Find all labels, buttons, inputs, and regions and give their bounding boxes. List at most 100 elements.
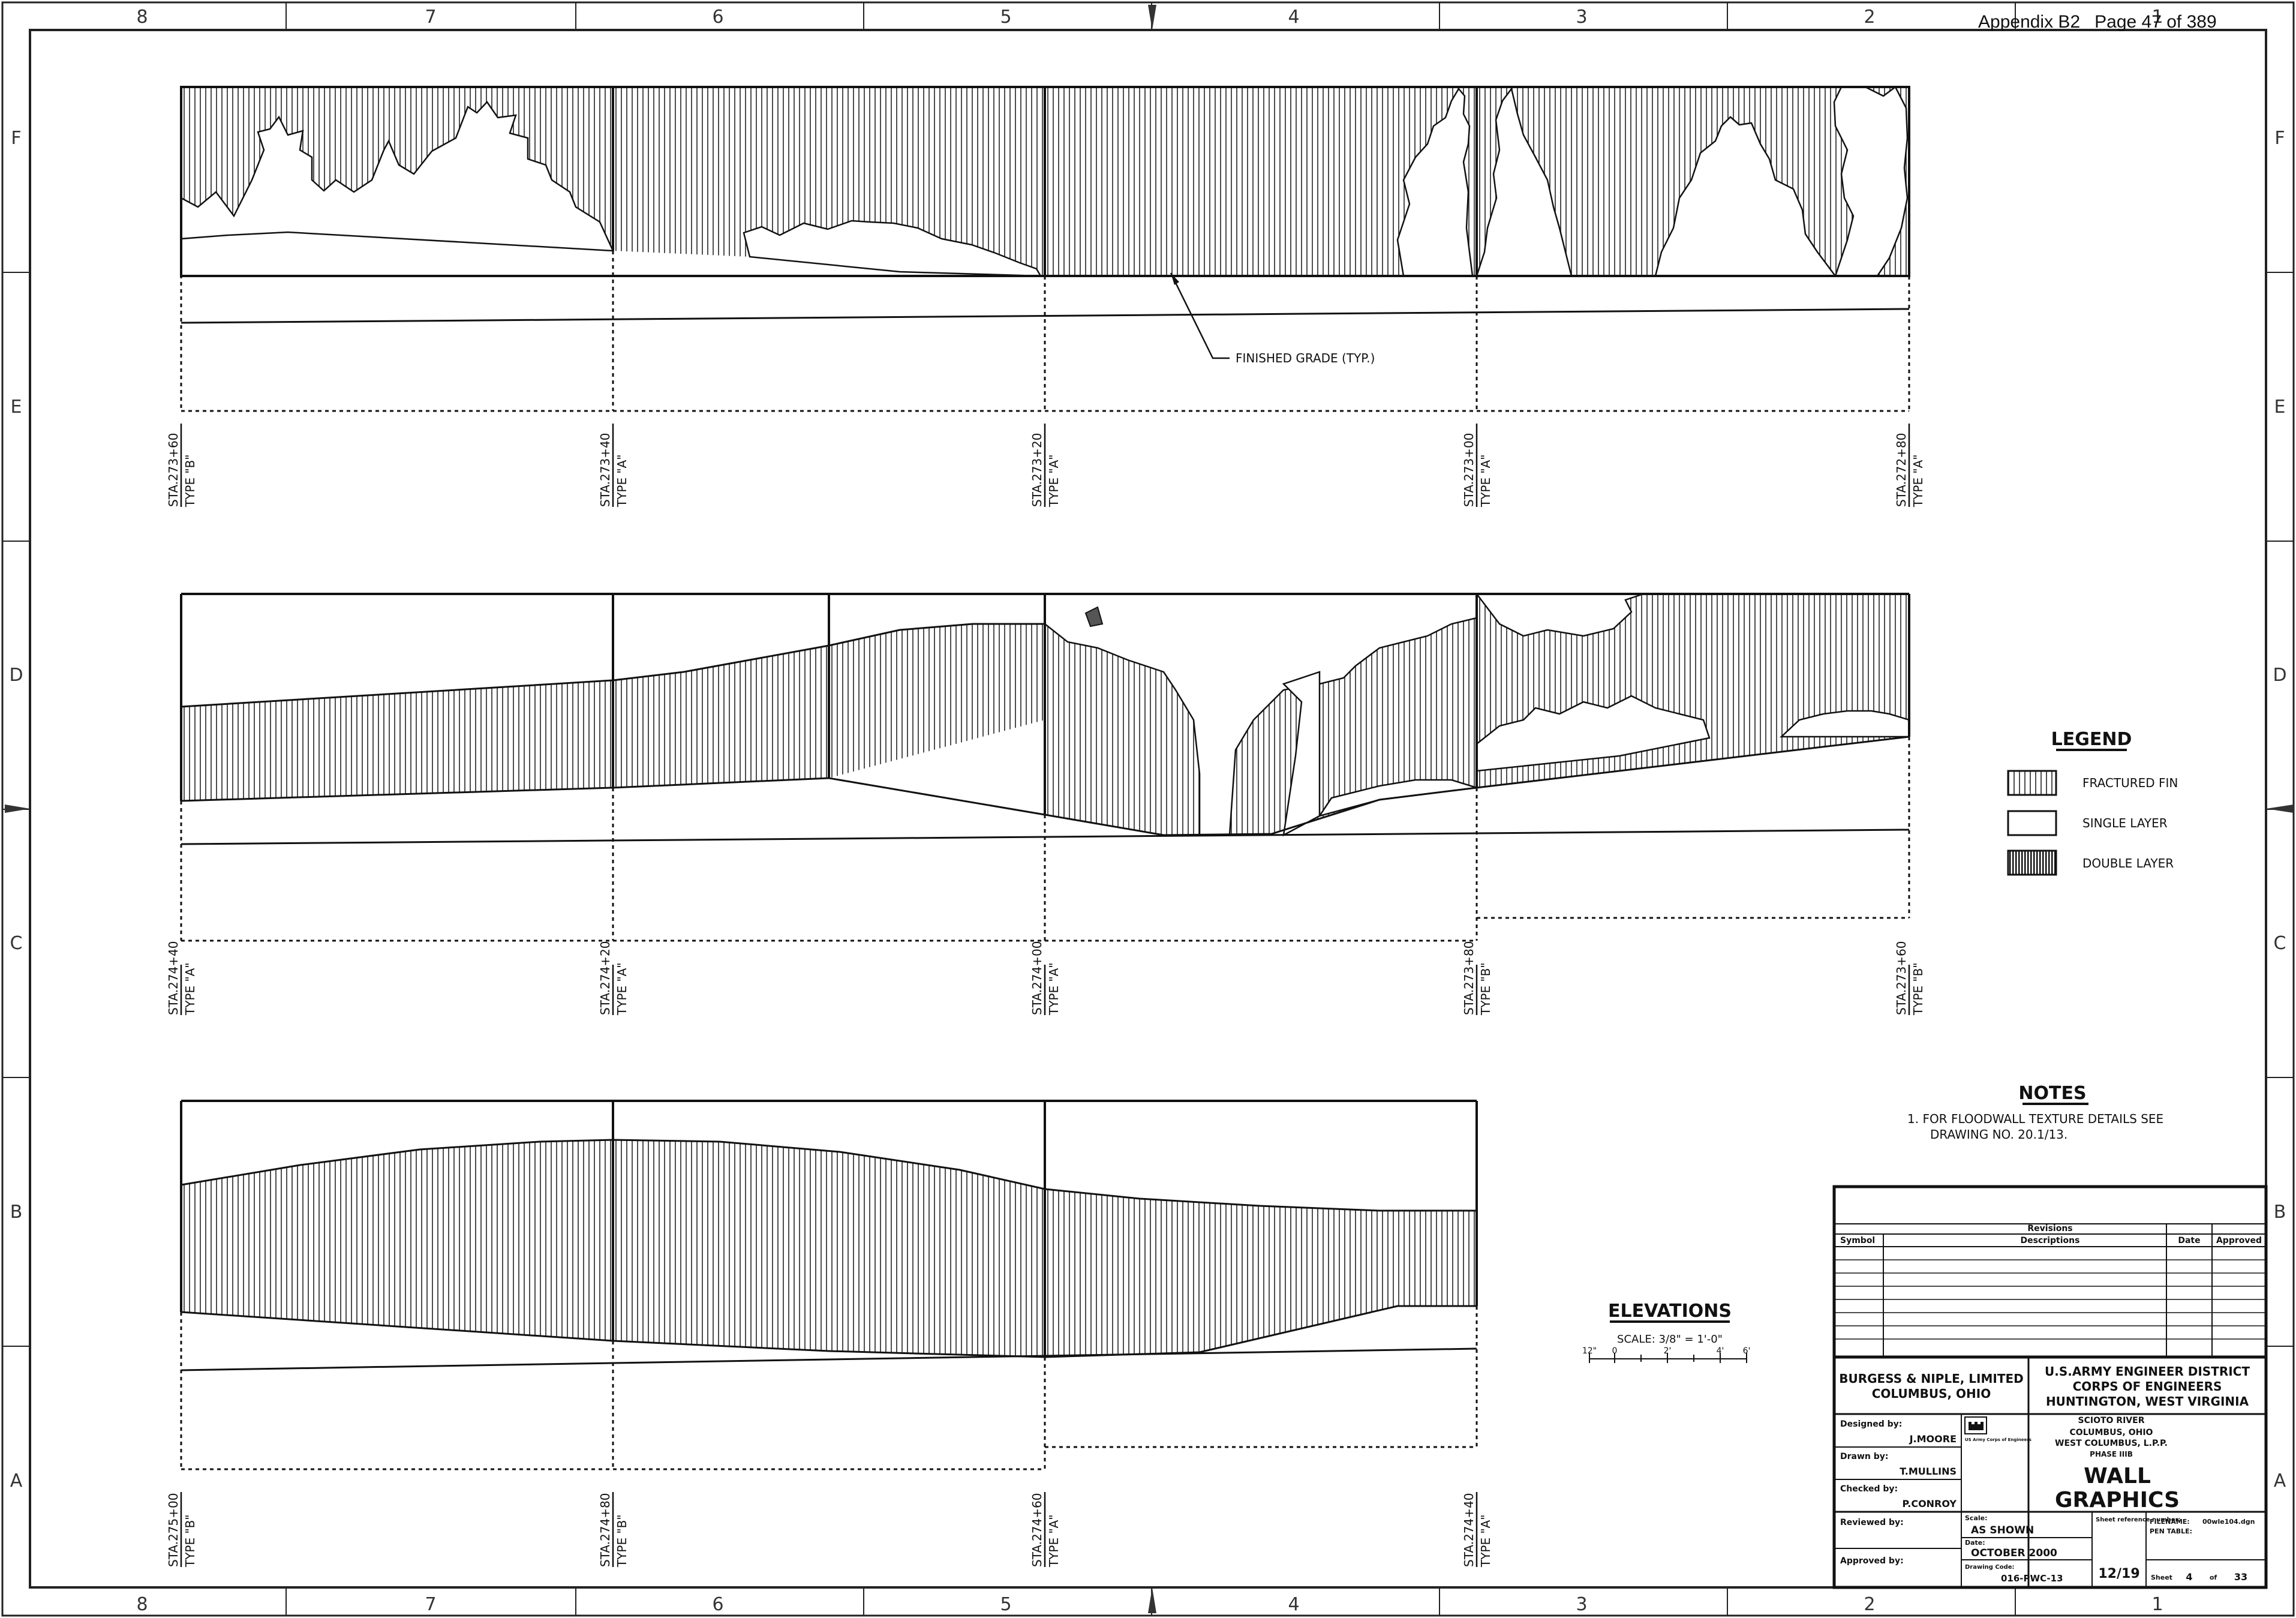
station-name: STA.273+40 [598, 433, 612, 507]
station-name: STA.273+60 [1894, 941, 1909, 1015]
tree-silhouette [1475, 87, 1573, 277]
border-column-label: 6 [712, 1594, 723, 1615]
filename-label: FILENAME: [2150, 1518, 2190, 1526]
scale-tick-label: 0 [1612, 1346, 1618, 1356]
tree-silhouette [1833, 86, 1909, 277]
station-name: STA.274+60 [1030, 1493, 1044, 1567]
shrub-silhouette [1475, 695, 1711, 772]
sheet-label: Sheet [2151, 1574, 2172, 1581]
panel-outline [180, 1100, 1478, 1357]
scale-bar [1589, 1353, 1747, 1363]
station-type: TYPE "B" [183, 1514, 197, 1568]
station-type: TYPE "B" [183, 454, 197, 508]
sheet-of-label: of [2210, 1574, 2217, 1581]
rev-header-approved: Approved [2216, 1236, 2262, 1245]
station-type: TYPE "B" [1478, 962, 1493, 1016]
border-column-label: 8 [136, 7, 148, 28]
border-column-label: 3 [1576, 1594, 1587, 1615]
scale-label: Scale: [1965, 1514, 1988, 1522]
wall-top-profile [181, 623, 1045, 708]
fractured-fin-area [181, 1140, 1477, 1357]
reviewed-label: Reviewed by: [1840, 1518, 1904, 1527]
notes: NOTES 1. FOR FLOODWALL TEXTURE DETAILS S… [1907, 1083, 2163, 1142]
date-label: Date: [1965, 1539, 1985, 1547]
elevations-label: ELEVATIONS SCALE: 3/8" = 1'-0" 12" 0 2' … [1582, 1301, 1751, 1363]
firm-city: COLUMBUS, OHIO [1872, 1386, 1991, 1401]
station-type: TYPE "A" [615, 962, 629, 1016]
station-name: STA.272+80 [1894, 433, 1909, 507]
scale-note: SCALE: 3/8" = 1'-0" [1617, 1333, 1723, 1346]
tree-canopy [1044, 593, 1910, 837]
border-row-label: D [2273, 665, 2286, 686]
scale-value: AS SHOWN [1971, 1524, 2034, 1536]
sheet-total: 33 [2234, 1571, 2247, 1583]
sheet-reference-label: Sheet reference number: [2096, 1517, 2181, 1523]
legend: LEGEND FRACTURED FIN SINGLE LAYER DOUBLE… [2007, 729, 2178, 876]
station-type: TYPE "B" [615, 1514, 629, 1568]
border-row-label: C [2274, 933, 2286, 954]
border-row-label: C [10, 933, 23, 954]
border-column-label: 5 [1000, 1594, 1011, 1615]
border-row-label: B [2274, 1202, 2286, 1223]
legend-swatch-double-layer [2007, 849, 2057, 876]
appendix-label: Appendix B2 [1978, 12, 2081, 32]
tree-silhouette [1475, 593, 1644, 637]
station-name: STA.274+00 [1030, 941, 1044, 1015]
tree-silhouette [1396, 87, 1474, 277]
drawing-title-line-1: WALL [2084, 1464, 2151, 1488]
wall-top-profile [181, 1139, 1477, 1212]
rev-header-symbol: Symbol [1840, 1236, 1875, 1245]
border-row-label: B [10, 1202, 23, 1223]
note-line-1: 1. FOR FLOODWALL TEXTURE DETAILS SEE [1907, 1112, 2163, 1126]
station-name: STA.273+20 [1030, 433, 1044, 507]
center-mark-left [5, 805, 30, 813]
bird-silhouette [1084, 606, 1104, 628]
filename-value: 00wle104.dgn [2202, 1518, 2255, 1526]
border-column-label: 2 [1864, 7, 1875, 28]
station-name: STA.274+40 [166, 941, 181, 1015]
border-row-label: F [11, 128, 21, 149]
station-name: STA.275+00 [166, 1493, 181, 1567]
checked-label: Checked by: [1840, 1484, 1898, 1494]
panel-outline [180, 593, 1910, 815]
scale-tick-label: 4' [1717, 1346, 1724, 1356]
firm-name: BURGESS & NIPLE, LIMITED [1839, 1371, 2023, 1386]
project-line-2: COLUMBUS, OHIO [2070, 1428, 2153, 1437]
scale-tick-label: 6' [1743, 1346, 1751, 1356]
center-mark-top [1148, 5, 1156, 30]
designed-name: J.MOORE [1909, 1433, 1957, 1445]
footing-dashed-outline [180, 239, 1910, 412]
project-line-1: SCIOTO RIVER [2078, 1416, 2145, 1425]
pen-table-label: PEN TABLE: [2150, 1527, 2192, 1535]
legend-swatch-single-layer [2007, 810, 2057, 836]
station-type: TYPE "A" [1478, 1514, 1493, 1568]
footing-dashed-outline [180, 1306, 1478, 1470]
station-type: TYPE "A" [1047, 454, 1061, 508]
center-mark-right [2266, 805, 2294, 813]
castle-icon [1969, 1422, 1984, 1430]
scale-tick-label: 2' [1664, 1346, 1672, 1356]
station-type: TYPE "B" [1911, 962, 1925, 1016]
tree-silhouette [180, 101, 615, 252]
approved-label: Approved by: [1840, 1556, 1904, 1566]
station-name: STA.274+40 [1462, 1493, 1476, 1567]
tree-silhouettes [180, 86, 1909, 277]
border-column-label: 7 [425, 7, 436, 28]
station-type: TYPE "A" [1047, 1514, 1061, 1568]
rev-header-date: Date [2178, 1236, 2200, 1245]
station-type: TYPE "A" [615, 454, 629, 508]
legend-swatch-fractured-fin [2007, 770, 2057, 796]
code-value: 016-PWC-13 [2001, 1573, 2063, 1584]
border-column-label: 5 [1000, 7, 1011, 28]
scale-tick-label: 12" [1582, 1346, 1597, 1356]
designed-label: Designed by: [1840, 1419, 1902, 1429]
elevations-title: ELEVATIONS [1608, 1301, 1732, 1322]
border-row-label: A [10, 1470, 23, 1491]
border-row-label: E [2274, 397, 2286, 418]
